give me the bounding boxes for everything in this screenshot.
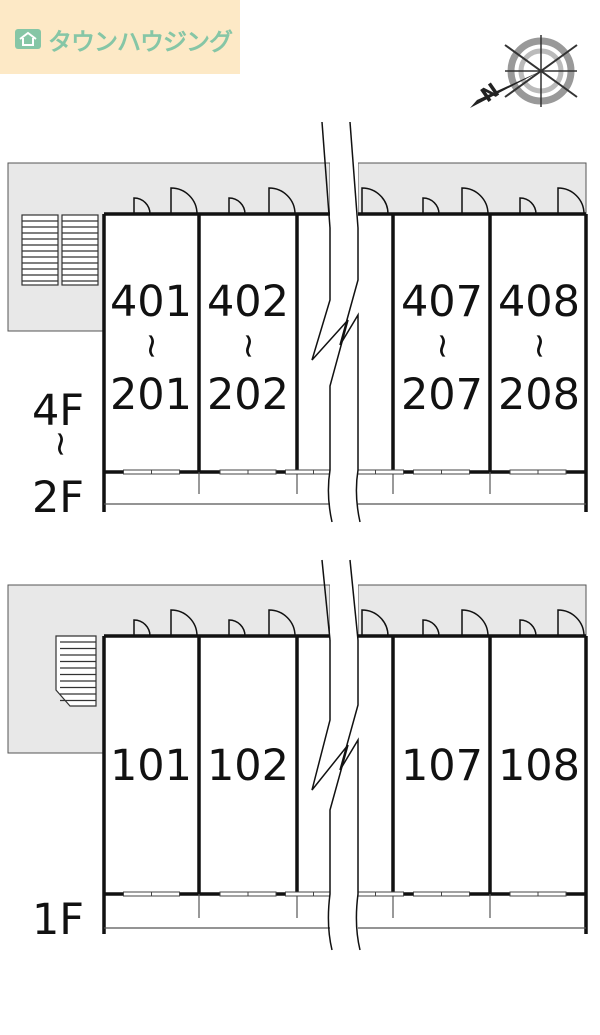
window [375,469,404,475]
room-label-102: 102 [207,741,289,791]
compass-north-label: N [476,78,503,107]
room-label-408: 408 [498,277,580,327]
door-swing [170,187,198,215]
brand-name: タウンハウジング [48,28,233,56]
door-swing [228,619,246,637]
window [413,469,442,475]
door-swing [461,187,489,215]
house-logo-icon [15,29,41,49]
window [537,469,567,475]
door-swing [268,187,296,215]
door-swing [519,197,537,215]
room-label-208: 208 [498,370,580,420]
window [151,469,180,475]
staircase [55,635,97,707]
door-swing [422,197,440,215]
window [413,891,442,897]
room-range-mark: ~ [229,332,269,361]
floor-label-1f: 1F [32,895,84,945]
door-swing [557,187,585,215]
upper-floor-plan: 401 ~ 201 402 ~ 202 407 ~ 207 408 ~ 208 … [7,120,588,530]
window [285,891,314,897]
door-swing [228,197,246,215]
room-label-202: 202 [207,370,289,420]
room-label-108: 108 [498,741,580,791]
window [509,891,539,897]
room-label-207: 207 [401,370,483,420]
room-label-201: 201 [110,370,192,420]
floor-label-4f: 4F [32,386,84,436]
window [441,891,470,897]
window [441,469,470,475]
window [123,891,152,897]
door-swing [422,619,440,637]
room-range-mark: ~ [423,332,463,361]
room-range-mark: ~ [520,332,560,361]
door-swing [361,609,389,637]
door-swing [268,609,296,637]
window [151,891,180,897]
window [285,469,314,475]
window [247,469,277,475]
room-label-107: 107 [401,741,483,791]
room-label-101: 101 [110,741,192,791]
window [509,469,539,475]
floor-range-mark: ~ [41,430,81,459]
room-label-407: 407 [401,277,483,327]
room-label-402: 402 [207,277,289,327]
room-label-401: 401 [110,277,192,327]
staircase [21,214,99,286]
window [219,891,249,897]
door-swing [519,619,537,637]
room-range-mark: ~ [132,332,172,361]
door-swing [133,619,151,637]
window [219,469,249,475]
brand-badge: タウンハウジング [0,0,240,74]
door-swing [170,609,198,637]
window [247,891,277,897]
window [537,891,567,897]
window [123,469,152,475]
compass-icon: N [470,35,578,108]
ground-floor-plan: 101 102 107 108 1F [7,545,588,955]
window [375,891,404,897]
door-swing [557,609,585,637]
door-swing [461,609,489,637]
floor-label-2f: 2F [32,473,84,523]
door-swing [361,187,389,215]
door-swing [133,197,151,215]
